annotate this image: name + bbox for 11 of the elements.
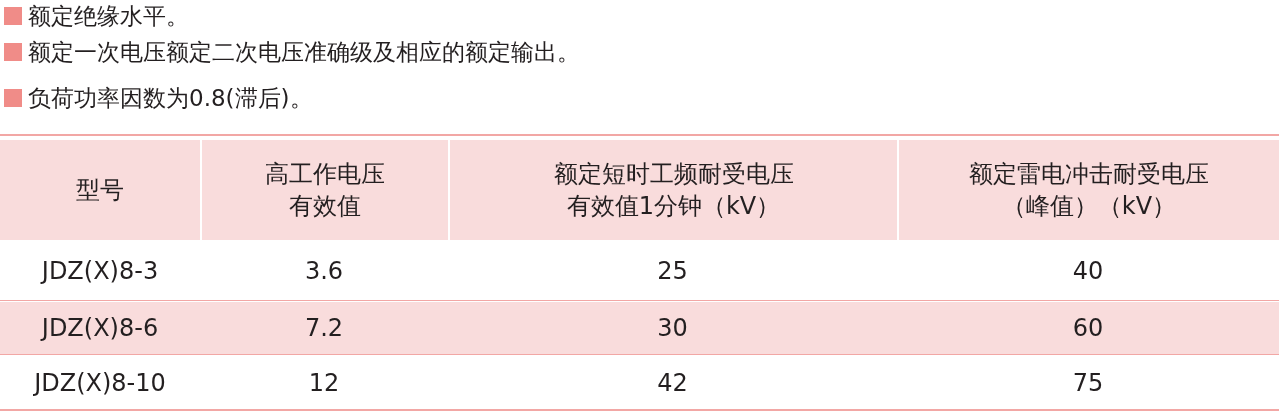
note-text: 额定一次电压额定二次电压准确级及相应的额定输出。: [28, 38, 580, 66]
note-text: 负荷功率因数为0.8(滞后)。: [28, 84, 313, 112]
table-cell: 60: [897, 302, 1279, 354]
table-cell: 7.2: [200, 302, 448, 354]
header-cell: 额定短时工频耐受电压有效值1分钟（kV）: [450, 140, 897, 240]
header-cell: 额定雷电冲击耐受电压（峰值）（kV）: [899, 140, 1279, 240]
header-cell: 型号: [0, 140, 200, 240]
note-text: 额定绝缘水平。: [28, 2, 189, 30]
table-cell: 30: [448, 302, 897, 354]
header-cell: 高工作电压有效值: [202, 140, 448, 240]
table-cell: JDZ(X)8-6: [0, 302, 200, 354]
